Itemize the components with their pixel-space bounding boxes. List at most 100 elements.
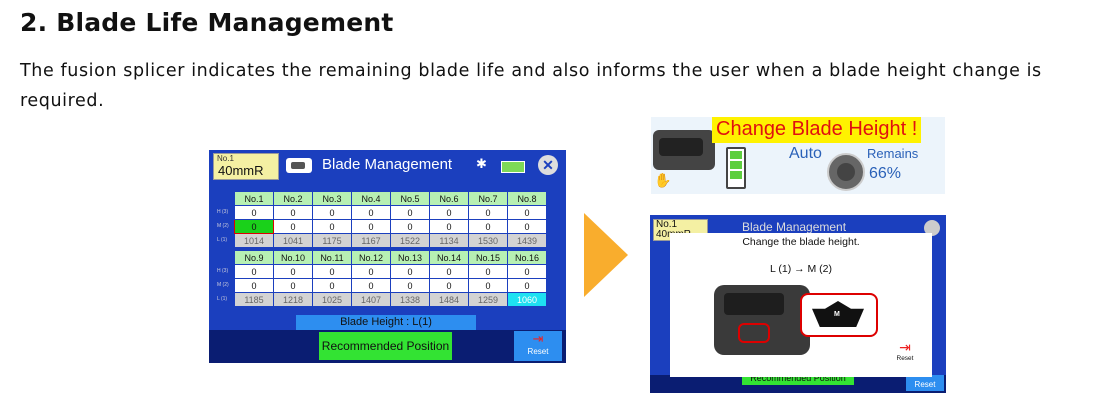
screen-header: No.1 40mmR Blade Management ✱ ✕ xyxy=(209,150,566,184)
close-icon xyxy=(924,220,940,236)
blade-header[interactable]: No.4 xyxy=(351,191,391,206)
close-button[interactable]: ✕ xyxy=(538,155,558,175)
blade-count-cell: 1530 xyxy=(468,233,508,248)
row-label-m: M (2) xyxy=(217,282,229,288)
blade-count-cell: 0 xyxy=(312,219,352,234)
dialog-title: Change the blade height. xyxy=(742,236,860,248)
blade-count-cell: 0 xyxy=(507,264,547,279)
blade-header[interactable]: No.12 xyxy=(351,250,391,265)
reset-icon: ⇥ xyxy=(899,339,911,355)
splicer-icon xyxy=(653,130,715,170)
row-label-m: M (2) xyxy=(217,223,229,229)
blade-management-screen: No.1 40mmR Blade Management ✱ ✕ H (3) M … xyxy=(209,150,566,363)
remaining-percent: 66% xyxy=(869,165,902,182)
footer-reset-button: Reset xyxy=(906,375,944,391)
blade-count-cell: 1167 xyxy=(351,233,391,248)
blade-height-dialog-screen: No.1 40mmR Blade Management Recommended … xyxy=(650,215,946,393)
blade-number-label: No.1 xyxy=(656,219,678,230)
blade-count-cell: 0 xyxy=(351,219,391,234)
row-label-h: H (3) xyxy=(217,268,229,274)
dialog-reset-button[interactable]: ⇥ Reset xyxy=(890,339,920,362)
blade-count-cell: 1014 xyxy=(234,233,274,248)
blade-count-cell: 0 xyxy=(390,205,430,220)
blade-count-cell: 0 xyxy=(273,205,313,220)
blade-count-cell: 0 xyxy=(390,278,430,293)
blade-table-1: No.1 No.2 No.3 No.4 No.5 No.6 No.7 No.8 … xyxy=(234,191,547,248)
blade-header[interactable]: No.5 xyxy=(390,191,430,206)
blade-header[interactable]: No.3 xyxy=(312,191,352,206)
blade-count-cell: 0 xyxy=(507,278,547,293)
blade-count-cell: 1439 xyxy=(507,233,547,248)
blade-header[interactable]: No.15 xyxy=(468,250,508,265)
blade-header[interactable]: No.13 xyxy=(390,250,430,265)
blade-number-label: No.1 xyxy=(217,154,234,163)
blade-count-cell: 0 xyxy=(390,264,430,279)
screen-title: Blade Management xyxy=(322,156,453,173)
blade-type-label: 40mmR xyxy=(218,163,264,178)
blade-header[interactable]: No.10 xyxy=(273,250,313,265)
recommended-cell: 1060 xyxy=(507,292,547,307)
battery-level-icon xyxy=(726,147,746,189)
row-label-l: L (1) xyxy=(217,296,228,302)
blade-header[interactable]: No.14 xyxy=(429,250,469,265)
bluetooth-icon: ✱ xyxy=(476,156,487,171)
blade-count-cell: 1407 xyxy=(351,292,391,307)
recommended-position-button[interactable]: Recommended Position xyxy=(319,332,452,360)
blade-header[interactable]: No.1 xyxy=(234,191,274,206)
blade-closeup: M xyxy=(800,293,878,337)
blade-count-cell: 0 xyxy=(507,219,547,234)
blade-count-cell: 1185 xyxy=(234,292,274,307)
right-arrow-icon xyxy=(584,213,628,297)
blade-count-cell: 1218 xyxy=(273,292,313,307)
blade-count-cell: 0 xyxy=(234,264,274,279)
blade-header[interactable]: No.16 xyxy=(507,250,547,265)
blade-count-cell: 1522 xyxy=(390,233,430,248)
battery-icon xyxy=(501,161,525,173)
blade-count-cell: 0 xyxy=(468,278,508,293)
remains-label: Remains xyxy=(867,146,919,161)
blade-count-cell: 0 xyxy=(429,264,469,279)
splicer-image xyxy=(714,285,810,355)
reset-icon: ⇥ xyxy=(532,331,544,346)
blade-header[interactable]: No.2 xyxy=(273,191,313,206)
blade-count-cell: 0 xyxy=(468,205,508,220)
section-description: The fusion splicer indicates the remaini… xyxy=(20,61,1042,111)
blade-count-cell: 0 xyxy=(507,205,547,220)
reset-button[interactable]: ⇥ Reset xyxy=(514,331,562,361)
blade-header[interactable]: No.7 xyxy=(468,191,508,206)
blade-dial-icon xyxy=(827,153,865,191)
blade-count-cell: 0 xyxy=(312,278,352,293)
blade-count-cell: 0 xyxy=(390,219,430,234)
blade-count-cell: 1025 xyxy=(312,292,352,307)
height-change-text: L (1) → M (2) xyxy=(769,263,833,275)
blade-header[interactable]: No.8 xyxy=(507,191,547,206)
blade-height-indicator: Blade Height : L(1) xyxy=(296,315,476,330)
current-position-cell: 0 xyxy=(234,219,274,234)
blade-header[interactable]: No.11 xyxy=(312,250,352,265)
blade-count-cell: 0 xyxy=(273,278,313,293)
blade-header[interactable]: No.6 xyxy=(429,191,469,206)
screen-title: Blade Management xyxy=(742,220,847,234)
blade-count-cell: 1134 xyxy=(429,233,469,248)
change-height-dialog: Change the blade height. L (1) → M (2) M… xyxy=(670,233,932,377)
blade-header[interactable]: No.9 xyxy=(234,250,274,265)
blade-count-cell: 0 xyxy=(351,264,391,279)
blade-count-cell: 0 xyxy=(429,219,469,234)
blade-status-panel: ✋ Change Blade Height ! Auto Remains 66% xyxy=(651,117,945,194)
blade-number-box[interactable]: No.1 40mmR xyxy=(213,153,279,180)
blade-count-cell: 0 xyxy=(234,205,274,220)
blade-count-cell: 0 xyxy=(312,264,352,279)
blade-count-cell: 1041 xyxy=(273,233,313,248)
blade-table-2: No.9 No.10 No.11 No.12 No.13 No.14 No.15… xyxy=(234,250,547,307)
blade-count-cell: 0 xyxy=(468,264,508,279)
blade-icon xyxy=(286,158,312,173)
blade-icon: M xyxy=(812,301,864,327)
hand-icon: ✋ xyxy=(654,172,672,188)
blade-count-cell: 1175 xyxy=(312,233,352,248)
auto-label: Auto xyxy=(789,145,822,162)
blade-count-cell: 0 xyxy=(351,205,391,220)
reset-label: Reset xyxy=(896,355,914,362)
row-label-l: L (1) xyxy=(217,237,228,243)
blade-count-cell: 1484 xyxy=(429,292,469,307)
blade-count-cell: 0 xyxy=(429,278,469,293)
